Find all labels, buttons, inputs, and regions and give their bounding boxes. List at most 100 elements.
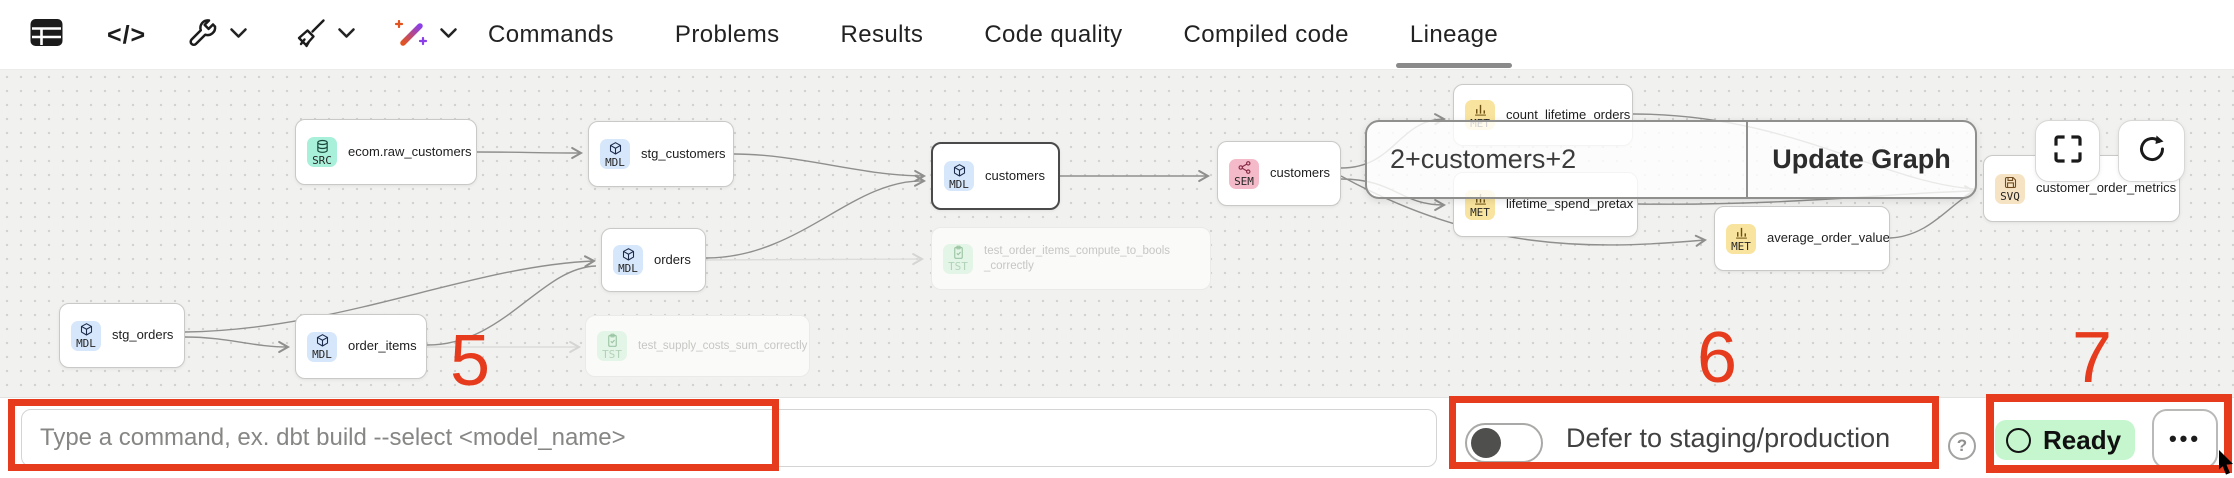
toolbar: </> [28, 0, 458, 70]
node-customers-semantic[interactable]: SEM customers [1217, 141, 1341, 206]
met-badge: MET [1726, 223, 1756, 254]
more-options-button[interactable]: ••• [2152, 409, 2218, 469]
wrench-tool-button[interactable] [186, 16, 248, 55]
broom-icon [294, 16, 328, 55]
table-tool-button[interactable] [28, 14, 65, 56]
cube-icon [608, 141, 623, 156]
node-label: ecom.raw_customers [348, 143, 472, 159]
bar-chart-icon [1473, 102, 1488, 117]
badge-label: SRC [312, 153, 332, 167]
node-label: customer_order_metrics [2036, 180, 2177, 196]
wrench-icon [186, 16, 220, 55]
tab-label: Commands [488, 21, 614, 48]
cube-icon [315, 333, 330, 348]
node-label: customers [985, 167, 1045, 183]
tab-label: Results [840, 21, 924, 48]
save-icon [2003, 175, 2018, 190]
svq-badge: SVQ [1995, 173, 2025, 204]
bottom-bar: Defer to staging/production ? Ready ••• [0, 397, 2234, 478]
node-test-order-items-compute-to-bools-correctly[interactable]: TST test_order_items_compute_to_bools _co… [931, 227, 1211, 290]
badge-label: MDL [618, 261, 638, 275]
node-ecom-raw-customers[interactable]: SRC ecom.raw_customers [295, 119, 477, 185]
node-label: orders [654, 251, 691, 267]
node-customers-model[interactable]: MDL customers [931, 142, 1060, 210]
badge-label: SEM [1234, 175, 1254, 188]
badge-label: MDL [605, 155, 625, 169]
tab-results[interactable]: Results [841, 0, 924, 70]
table-icon [28, 14, 65, 56]
cube-icon [621, 247, 636, 262]
tab-commands[interactable]: Commands [488, 0, 614, 70]
status-circle-icon [2006, 427, 2031, 453]
node-average-order-value[interactable]: MET average_order_value [1714, 206, 1890, 271]
tab-code-quality[interactable]: Code quality [984, 0, 1122, 70]
node-order-items[interactable]: MDL order_items [295, 314, 427, 379]
node-label: customers [1270, 165, 1330, 181]
tab-compiled-code[interactable]: Compiled code [1184, 0, 1349, 70]
lineage-selector-overlay: 2+customers+2 Update Graph [1365, 120, 1977, 199]
badge-label: TST [948, 260, 968, 273]
mdl-badge: MDL [600, 139, 630, 169]
chevron-down-icon [337, 26, 356, 45]
tab-problems[interactable]: Problems [675, 0, 780, 70]
mdl-badge: MDL [613, 245, 643, 275]
code-tool-button[interactable]: </> [107, 21, 146, 50]
tab-label: Code quality [984, 21, 1123, 48]
fullscreen-icon [2052, 133, 2084, 170]
ready-status-button[interactable]: Ready [1995, 420, 2135, 460]
lineage-selector-input[interactable]: 2+customers+2 [1367, 122, 1748, 197]
badge-label: MDL [312, 348, 332, 361]
database-icon [315, 139, 330, 154]
defer-label: Defer to staging/production [1566, 423, 1891, 453]
defer-toggle[interactable] [1465, 423, 1543, 463]
mdl-badge: MDL [71, 320, 101, 351]
clipboard-check-icon [605, 333, 620, 348]
node-label: stg_orders [112, 327, 174, 343]
node-label: stg_customers [641, 145, 726, 161]
node-label: test_order_items_compute_to_bools _corre… [984, 245, 1171, 272]
magic-wand-tool-button[interactable] [392, 15, 458, 56]
update-graph-button[interactable]: Update Graph [1772, 144, 1951, 174]
refresh-icon [2135, 132, 2169, 171]
node-label: average_order_value [1767, 230, 1890, 246]
mdl-badge: MDL [944, 161, 974, 191]
broom-tool-button[interactable] [294, 16, 356, 55]
src-badge: SRC [307, 137, 337, 167]
clipboard-check-icon [951, 245, 966, 260]
tab-label: Compiled code [1183, 21, 1349, 48]
toggle-knob [1471, 428, 1501, 458]
node-stg-orders[interactable]: MDL stg_orders [59, 303, 185, 368]
tst-badge: TST [943, 243, 973, 274]
badge-label: MET [1731, 240, 1751, 253]
active-tab-underline [1395, 63, 1513, 68]
node-label: count_lifetime_orders [1506, 106, 1631, 122]
badge-label: MET [1470, 206, 1490, 219]
node-stg-customers[interactable]: MDL stg_customers [588, 121, 734, 187]
code-icon: </> [107, 20, 147, 49]
node-test-supply-costs-sum-correctly[interactable]: TST test_supply_costs_sum_correctly [585, 315, 810, 377]
badge-label: MDL [949, 177, 969, 191]
tab-bar: Commands Problems Results Code quality Compi… [488, 0, 1513, 70]
tab-label: Lineage [1409, 21, 1499, 48]
chevron-down-icon [439, 26, 458, 45]
magic-wand-icon [392, 15, 430, 56]
badge-label: TST [602, 347, 622, 361]
command-input[interactable] [21, 409, 1437, 467]
help-icon[interactable]: ? [1948, 432, 1976, 460]
refresh-button[interactable] [2118, 120, 2185, 182]
tab-lineage[interactable]: Lineage [1395, 0, 1513, 70]
node-orders[interactable]: MDL orders [601, 228, 706, 292]
node-label: order_items [348, 338, 417, 354]
node-label: test_supply_costs_sum_correctly [638, 339, 808, 352]
cube-icon [952, 163, 967, 178]
mdl-badge: MDL [307, 331, 337, 362]
fullscreen-button[interactable] [2035, 120, 2100, 182]
chevron-down-icon [229, 26, 248, 45]
share-nodes-icon [1237, 160, 1252, 175]
cube-icon [79, 322, 94, 337]
tab-label: Problems [674, 21, 780, 48]
ready-label: Ready [2043, 424, 2122, 455]
badge-label: MDL [76, 337, 96, 350]
